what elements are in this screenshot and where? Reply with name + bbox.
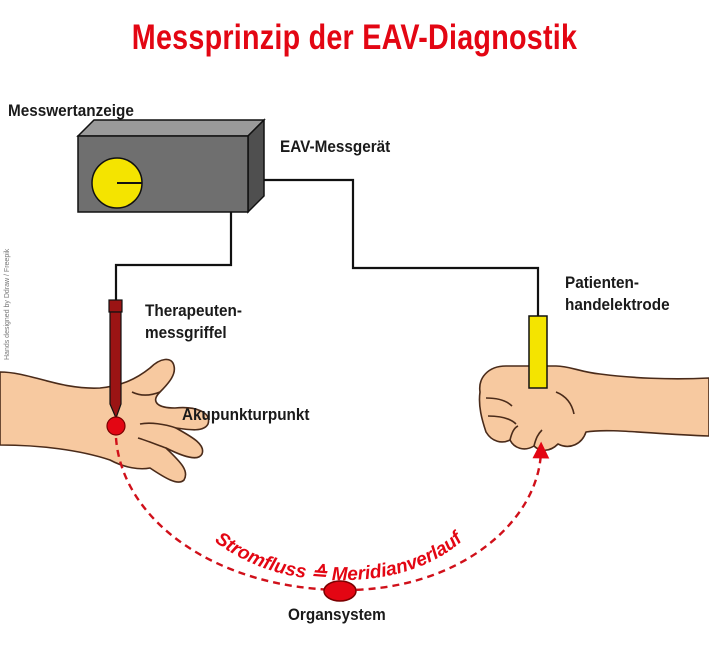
- label-device: EAV-Messgerät: [280, 137, 391, 156]
- meridian-flow-arrow: [114, 437, 550, 592]
- label-probe-line2: messgriffel: [145, 323, 227, 342]
- eav-device: [76, 118, 266, 214]
- diagram-title: Messprinzip der EAV-Diagnostik: [131, 18, 578, 57]
- label-hand-electrode-line2: handelektrode: [565, 295, 670, 314]
- label-acupoint: Akupunkturpunkt: [182, 405, 310, 424]
- label-probe-line1: Therapeuten-: [145, 301, 242, 320]
- connection-wires: [114, 178, 540, 318]
- therapist-probe: [108, 299, 123, 420]
- device-top-face: [76, 119, 266, 137]
- wire-to-hand-electrode: [264, 178, 540, 318]
- label-hand-electrode-line1: Patienten-: [565, 273, 639, 292]
- image-credit: Hands designed by Ddraw / Freepik: [4, 248, 11, 360]
- organ-system-marker: [323, 580, 357, 602]
- label-display: Messwertanzeige: [8, 101, 134, 120]
- label-organ-system: Organsystem: [288, 605, 386, 624]
- therapist-hand: [0, 358, 210, 483]
- hand-electrode: [528, 315, 548, 389]
- wire-to-probe: [114, 212, 233, 302]
- patient-hand: [478, 365, 709, 452]
- device-side-face: [247, 118, 265, 214]
- acupuncture-point-marker: [106, 416, 126, 436]
